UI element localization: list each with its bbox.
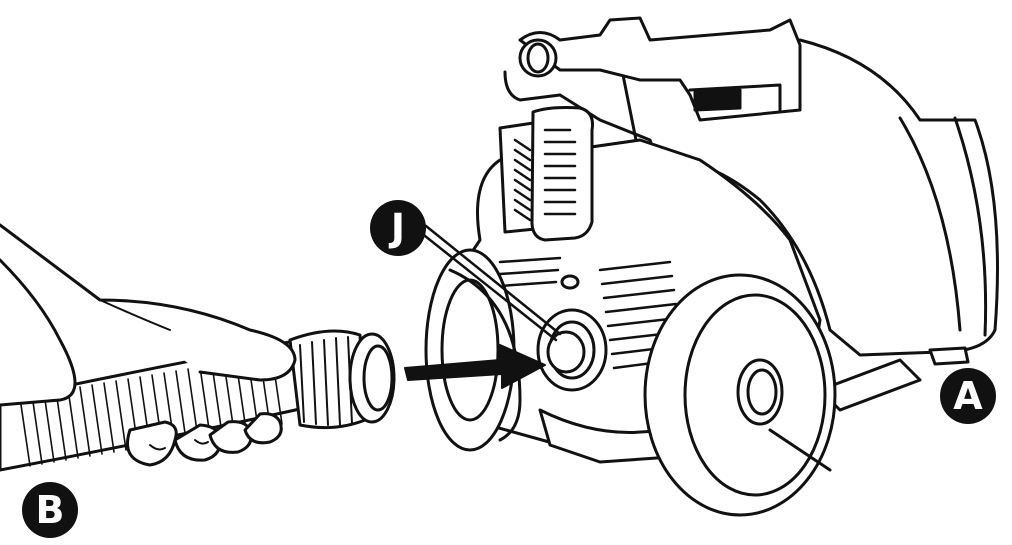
callout-a: A [940,368,996,424]
callout-leader-j [418,224,562,342]
hand [0,223,297,467]
insert-direction-arrow [404,344,546,389]
callout-j: J [370,200,426,256]
vacuum-canister [424,16,999,517]
callout-b: B [22,482,78,538]
